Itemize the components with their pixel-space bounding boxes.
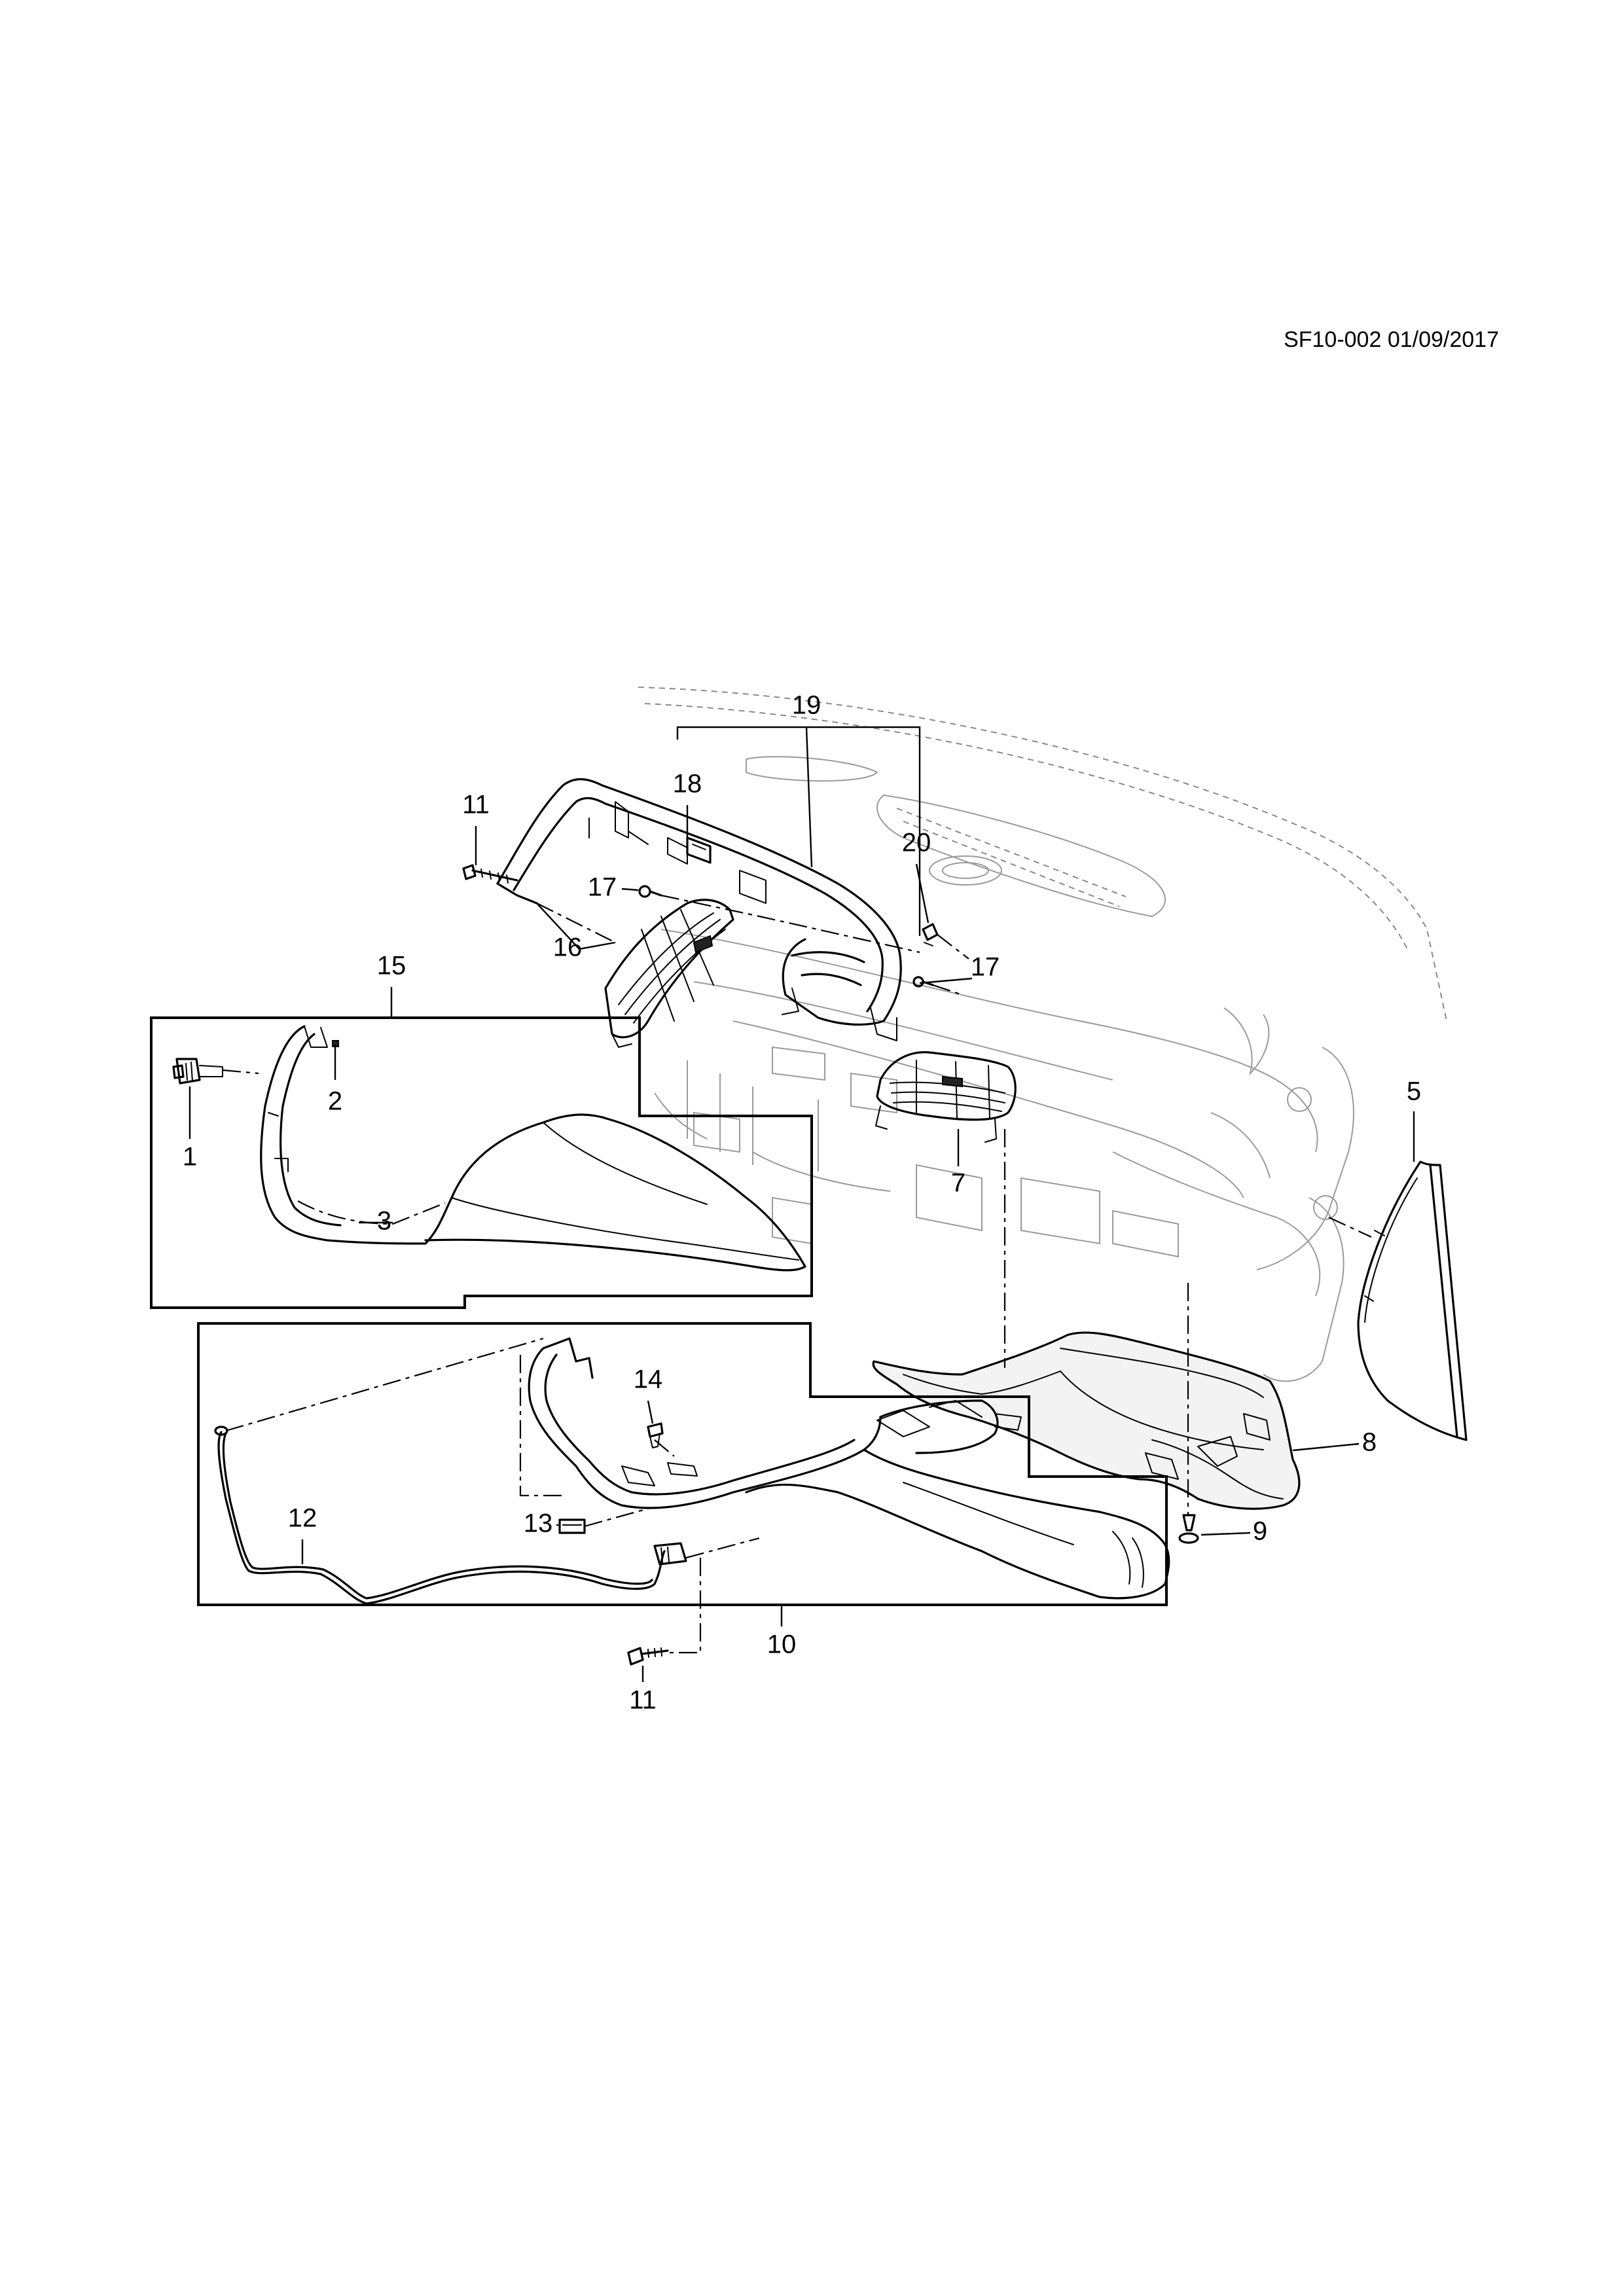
callout-labels: 1 2 3 5 7 8 9 10 11 11 12 13 14 15 16 17… (183, 691, 1421, 1715)
callout-14: 14 (634, 1365, 663, 1394)
reference-code: SF10-002 01/09/2017 (1284, 327, 1499, 352)
cable-part-12 (214, 1426, 687, 1605)
upper-trim-panel-part-19 (496, 778, 902, 1041)
callout-19: 19 (792, 691, 821, 720)
push-clip-part-1 (172, 1058, 223, 1085)
callout-13: 13 (524, 1509, 553, 1538)
callout-7: 7 (951, 1169, 965, 1198)
callout-leaders (189, 726, 1415, 1682)
detail-box-10 (197, 1322, 1168, 1606)
callout-8: 8 (1362, 1428, 1377, 1457)
screw-part-17-left (638, 885, 662, 898)
clip-part-9 (1178, 1514, 1199, 1544)
clip-part-18 (686, 836, 712, 864)
bracket-part-8 (872, 1331, 1301, 1510)
end-cap-part-5 (1357, 1160, 1468, 1441)
callout-15: 15 (377, 952, 406, 980)
clip-part-14 (647, 1422, 664, 1448)
lower-trim-panel-part-10 (528, 1337, 1170, 1600)
callout-18: 18 (673, 770, 702, 798)
instrument-panel-ghost-outline (638, 687, 1447, 1382)
callout-9: 9 (1253, 1517, 1267, 1546)
air-vent-center-part-7 (875, 1051, 1017, 1143)
callout-17-right: 17 (971, 953, 1000, 982)
callout-11-upper: 11 (462, 791, 490, 819)
callout-2: 2 (328, 1087, 342, 1116)
clip-part-20 (922, 923, 939, 946)
callout-1: 1 (183, 1143, 197, 1172)
screw-part-11-upper (462, 864, 518, 884)
callout-12: 12 (288, 1504, 317, 1533)
callout-17-left: 17 (588, 873, 617, 902)
callout-16: 16 (553, 933, 583, 962)
air-vent-left-part-16 (604, 899, 734, 1048)
callout-10: 10 (767, 1630, 797, 1659)
screw-part-11-lower (627, 1647, 669, 1666)
callout-20: 20 (902, 829, 931, 857)
assembly-phantom-lines (222, 894, 1372, 1654)
clip-part-13 (558, 1518, 586, 1534)
callout-5: 5 (1407, 1077, 1421, 1106)
callout-11-lower: 11 (629, 1686, 657, 1715)
detail-box-15 (150, 1016, 813, 1309)
callout-3: 3 (377, 1207, 391, 1236)
trim-panel-part-15 (260, 1025, 806, 1272)
